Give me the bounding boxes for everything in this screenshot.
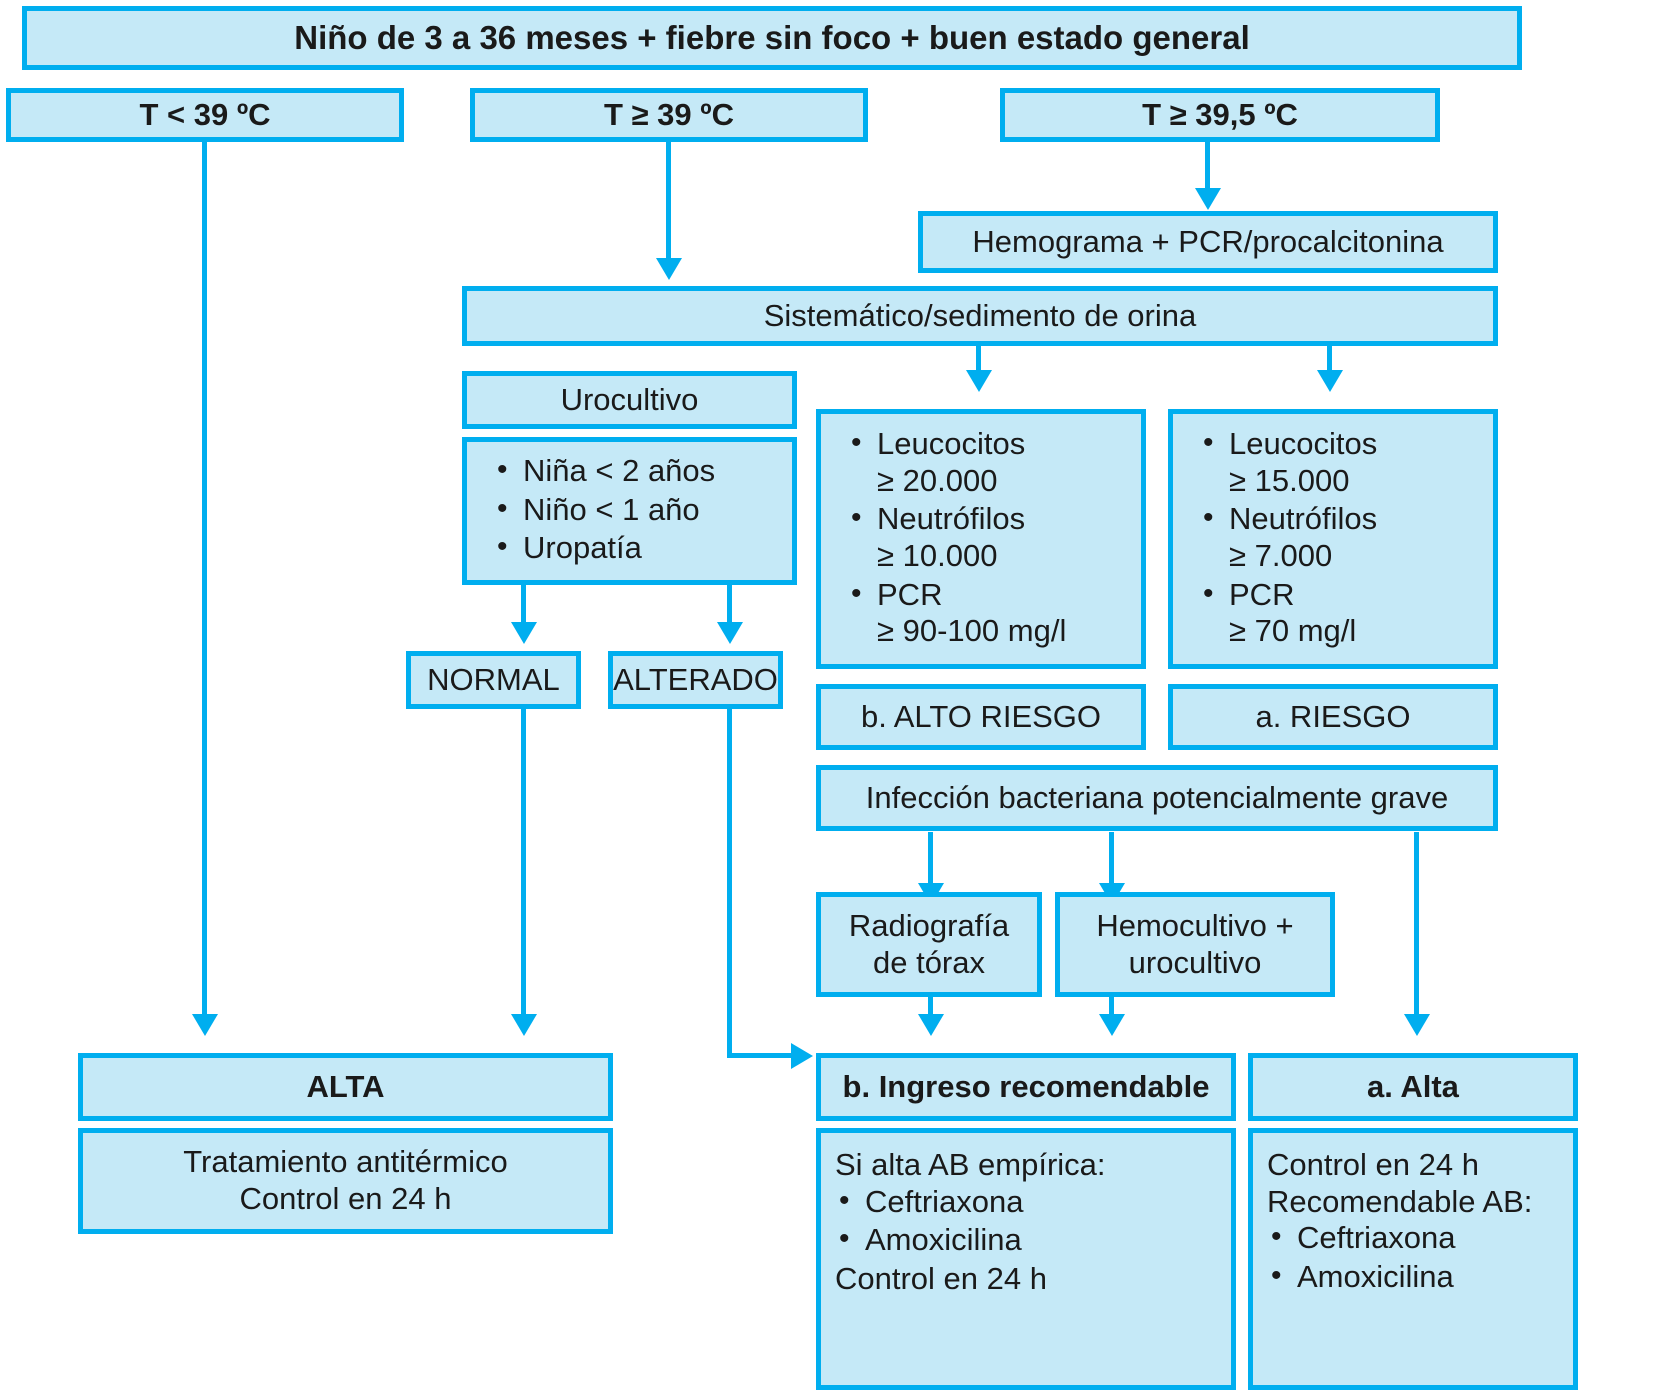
node-urocultivo[interactable]: Urocultivo [462,371,797,429]
connector-normal-to-alta [521,709,526,1019]
node-alterado[interactable]: ALTERADO [608,651,783,709]
radiografia-label: Radiografía de tórax [848,907,1010,980]
connector-high-temp-to-hemograma [1205,142,1210,192]
normal-label: NORMAL [427,661,560,697]
node-sistematico[interactable]: Sistemático/sedimento de orina [462,286,1498,346]
title-text: Niño de 3 a 36 meses + fiebre sin foco +… [294,18,1250,56]
alta-header-label: ALTA [306,1068,385,1104]
alta-a-body-list: Ceftriaxona Amoxicilina [1267,1219,1559,1296]
arrowhead-riesgo [1317,370,1343,392]
node-hemocultivo[interactable]: Hemocultivo + urocultivo [1055,892,1335,997]
mid-temp-label: T ≥ 39 ºC [604,96,734,132]
alta-a-header-label: a. Alta [1367,1068,1459,1104]
node-alto-riesgo-label[interactable]: b. ALTO RIESGO [816,684,1146,750]
connector-sistematico-to-riesgo [1327,345,1332,375]
list-item: Uropatía [493,529,792,567]
ingreso-body-list: Ceftriaxona Amoxicilina [835,1183,1217,1259]
list-item: Leucocitos ≥ 20.000 [847,425,1141,499]
connector-mid-temp-to-sistematico [666,142,671,264]
node-hemograma[interactable]: Hemograma + PCR/procalcitonina [918,211,1498,273]
arrowhead-alta-from-normal [511,1014,537,1036]
arrowhead-alta-a [1404,1014,1430,1036]
list-item: Amoxicilina [835,1221,1217,1259]
connector-alterado-down [727,709,732,1058]
node-riesgo-label[interactable]: a. RIESGO [1168,684,1498,750]
node-alta-a-body[interactable]: Control en 24 h Recomendable AB: Ceftria… [1248,1128,1578,1390]
hemocultivo-label: Hemocultivo + urocultivo [1096,907,1294,980]
node-ingreso-body[interactable]: Si alta AB empírica: Ceftriaxona Amoxici… [816,1128,1236,1390]
connector-criteria-to-normal [521,585,526,627]
connector-low-temp-to-alta [202,142,207,1019]
arrowhead-alto-riesgo [966,370,992,392]
title-box: Niño de 3 a 36 meses + fiebre sin foco +… [22,6,1522,70]
arrowhead-alta-from-low-temp [192,1014,218,1036]
riesgo-text: a. RIESGO [1255,698,1411,734]
list-item: Amoxicilina [1267,1258,1559,1296]
sistematico-label: Sistemático/sedimento de orina [763,297,1197,333]
list-item: Ceftriaxona [835,1183,1217,1221]
list-item: PCR ≥ 70 mg/l [1199,576,1493,650]
infeccion-label: Infección bacteriana potencialmente grav… [865,779,1449,815]
riesgo-criteria-list: Leucocitos ≥ 15.000 Neutrófilos ≥ 7.000 … [1173,425,1493,651]
alterado-label: ALTERADO [613,661,778,697]
arrowhead-ingreso-from-radiografia [918,1014,944,1036]
node-riesgo-criteria[interactable]: Leucocitos ≥ 15.000 Neutrófilos ≥ 7.000 … [1168,409,1498,669]
connector-infeccion-to-alta-a [1414,832,1419,1019]
ingreso-body-intro: Si alta AB empírica: [835,1147,1106,1182]
list-item: Niña < 2 años [493,452,792,490]
arrowhead-ingreso-from-alterado [791,1043,813,1069]
urocultivo-label: Urocultivo [560,381,699,417]
ingreso-body-outro: Control en 24 h [835,1260,1047,1296]
connector-sistematico-to-alto-riesgo [976,345,981,375]
node-urocultivo-criteria[interactable]: Niña < 2 años Niño < 1 año Uropatía [462,437,797,585]
node-alta-header[interactable]: ALTA [78,1053,613,1121]
low-temp-label: T < 39 ºC [139,96,271,132]
connector-infeccion-to-hemocultivo [1109,832,1114,888]
node-infeccion[interactable]: Infección bacteriana potencialmente grav… [816,765,1498,831]
node-mid-temp[interactable]: T ≥ 39 ºC [470,88,868,142]
list-item: Niño < 1 año [493,491,792,529]
alta-a-body-content: Control en 24 h Recomendable AB: Ceftria… [1253,1147,1573,1297]
node-alto-riesgo-criteria[interactable]: Leucocitos ≥ 20.000 Neutrófilos ≥ 10.000… [816,409,1146,669]
list-item: Ceftriaxona [1267,1219,1559,1257]
node-alta-a-header[interactable]: a. Alta [1248,1053,1578,1121]
alta-body-text: Tratamiento antitérmico Control en 24 h [183,1144,508,1216]
arrowhead-alterado [717,622,743,644]
node-alta-body[interactable]: Tratamiento antitérmico Control en 24 h [78,1128,613,1234]
arrowhead-ingreso-from-hemocultivo [1099,1014,1125,1036]
connector-alterado-right [727,1053,799,1058]
connector-radiografia-to-ingreso [928,997,933,1019]
list-item: Neutrófilos ≥ 10.000 [847,500,1141,574]
node-ingreso-header[interactable]: b. Ingreso recomendable [816,1053,1236,1121]
node-high-temp[interactable]: T ≥ 39,5 ºC [1000,88,1440,142]
list-item: PCR ≥ 90-100 mg/l [847,576,1141,650]
connector-hemocultivo-to-ingreso [1109,997,1114,1019]
connector-infeccion-to-radiografia [928,832,933,888]
arrowhead-sistematico [656,258,682,280]
node-low-temp[interactable]: T < 39 ºC [6,88,404,142]
list-item: Leucocitos ≥ 15.000 [1199,425,1493,499]
ingreso-header-label: b. Ingreso recomendable [842,1068,1210,1104]
alta-a-body-intro: Control en 24 h Recomendable AB: [1267,1147,1533,1219]
node-normal[interactable]: NORMAL [406,651,581,709]
node-radiografia[interactable]: Radiografía de tórax [816,892,1042,997]
urocultivo-criteria-list: Niña < 2 años Niño < 1 año Uropatía [467,452,792,569]
alto-riesgo-text: b. ALTO RIESGO [860,698,1102,734]
arrowhead-normal [511,622,537,644]
high-temp-label: T ≥ 39,5 ºC [1142,96,1298,132]
list-item: Neutrófilos ≥ 7.000 [1199,500,1493,574]
alto-riesgo-criteria-list: Leucocitos ≥ 20.000 Neutrófilos ≥ 10.000… [821,425,1141,651]
ingreso-body-content: Si alta AB empírica: Ceftriaxona Amoxici… [821,1147,1231,1297]
arrowhead-hemograma [1195,188,1221,210]
connector-criteria-to-alterado [727,585,732,627]
hemograma-label: Hemograma + PCR/procalcitonina [972,223,1444,259]
